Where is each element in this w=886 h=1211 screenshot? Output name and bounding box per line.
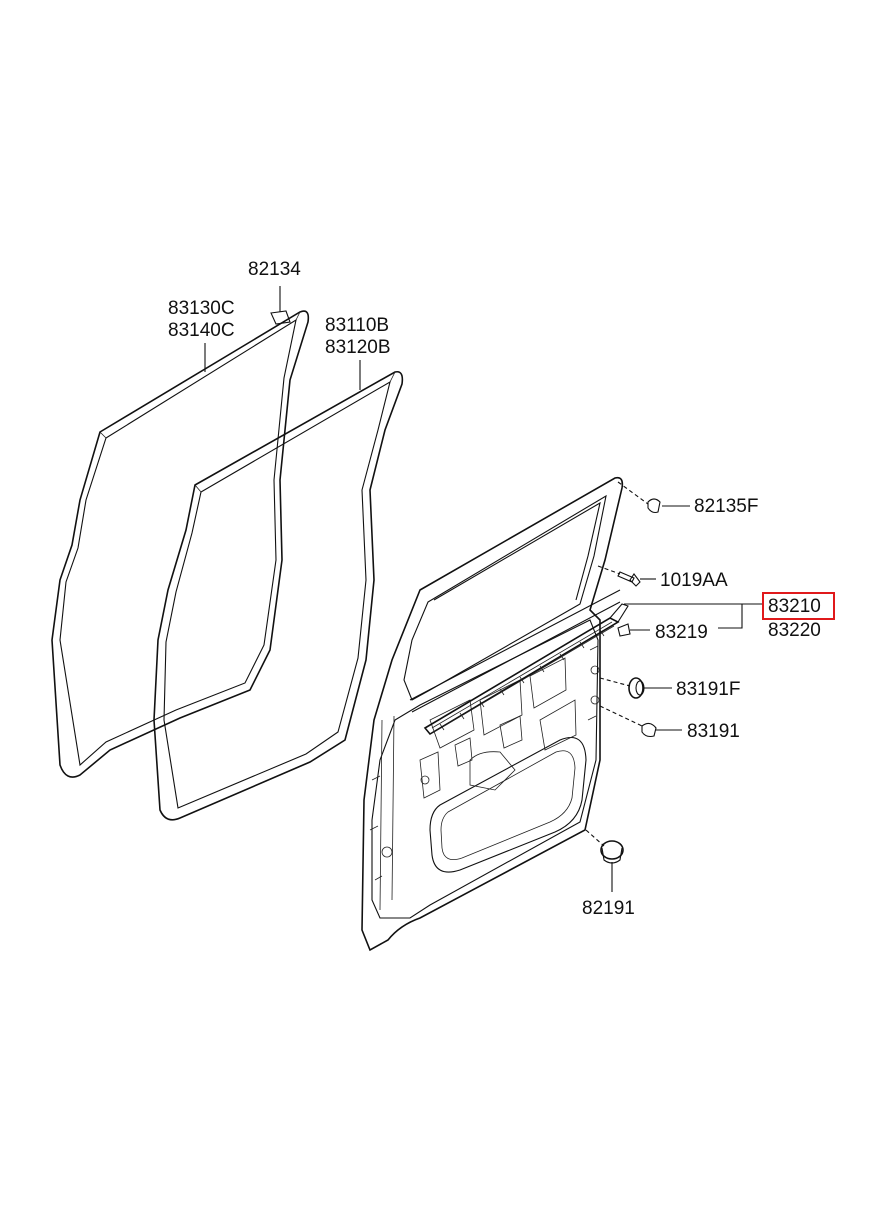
label-82191[interactable]: 82191	[582, 898, 635, 919]
label-83210[interactable]: 83210	[768, 596, 821, 617]
door-panel	[361, 476, 624, 952]
highlight-box-83210	[762, 592, 835, 620]
part-labels: 82134 83130C 83140C 83110B 83120B 82135F…	[168, 259, 835, 919]
label-83130C[interactable]: 83130C	[168, 298, 235, 319]
outer-weatherstrip	[51, 310, 310, 778]
leader-lines	[204, 286, 762, 892]
label-83191F[interactable]: 83191F	[676, 679, 740, 700]
clip-82134-part	[270, 310, 291, 325]
label-82134[interactable]: 82134	[248, 259, 301, 280]
label-83110B[interactable]: 83110B	[325, 315, 389, 336]
label-83140C[interactable]: 83140C	[168, 320, 235, 341]
label-83219[interactable]: 83219	[655, 622, 708, 643]
inner-weatherstrip	[153, 370, 404, 821]
belt-weatherstrip	[423, 603, 629, 736]
label-83220[interactable]: 83220	[768, 620, 821, 641]
label-83120B[interactable]: 83120B	[325, 337, 391, 358]
label-1019AA[interactable]: 1019AA	[660, 570, 728, 591]
label-82135F[interactable]: 82135F	[694, 496, 758, 517]
label-83191[interactable]: 83191	[687, 721, 740, 742]
